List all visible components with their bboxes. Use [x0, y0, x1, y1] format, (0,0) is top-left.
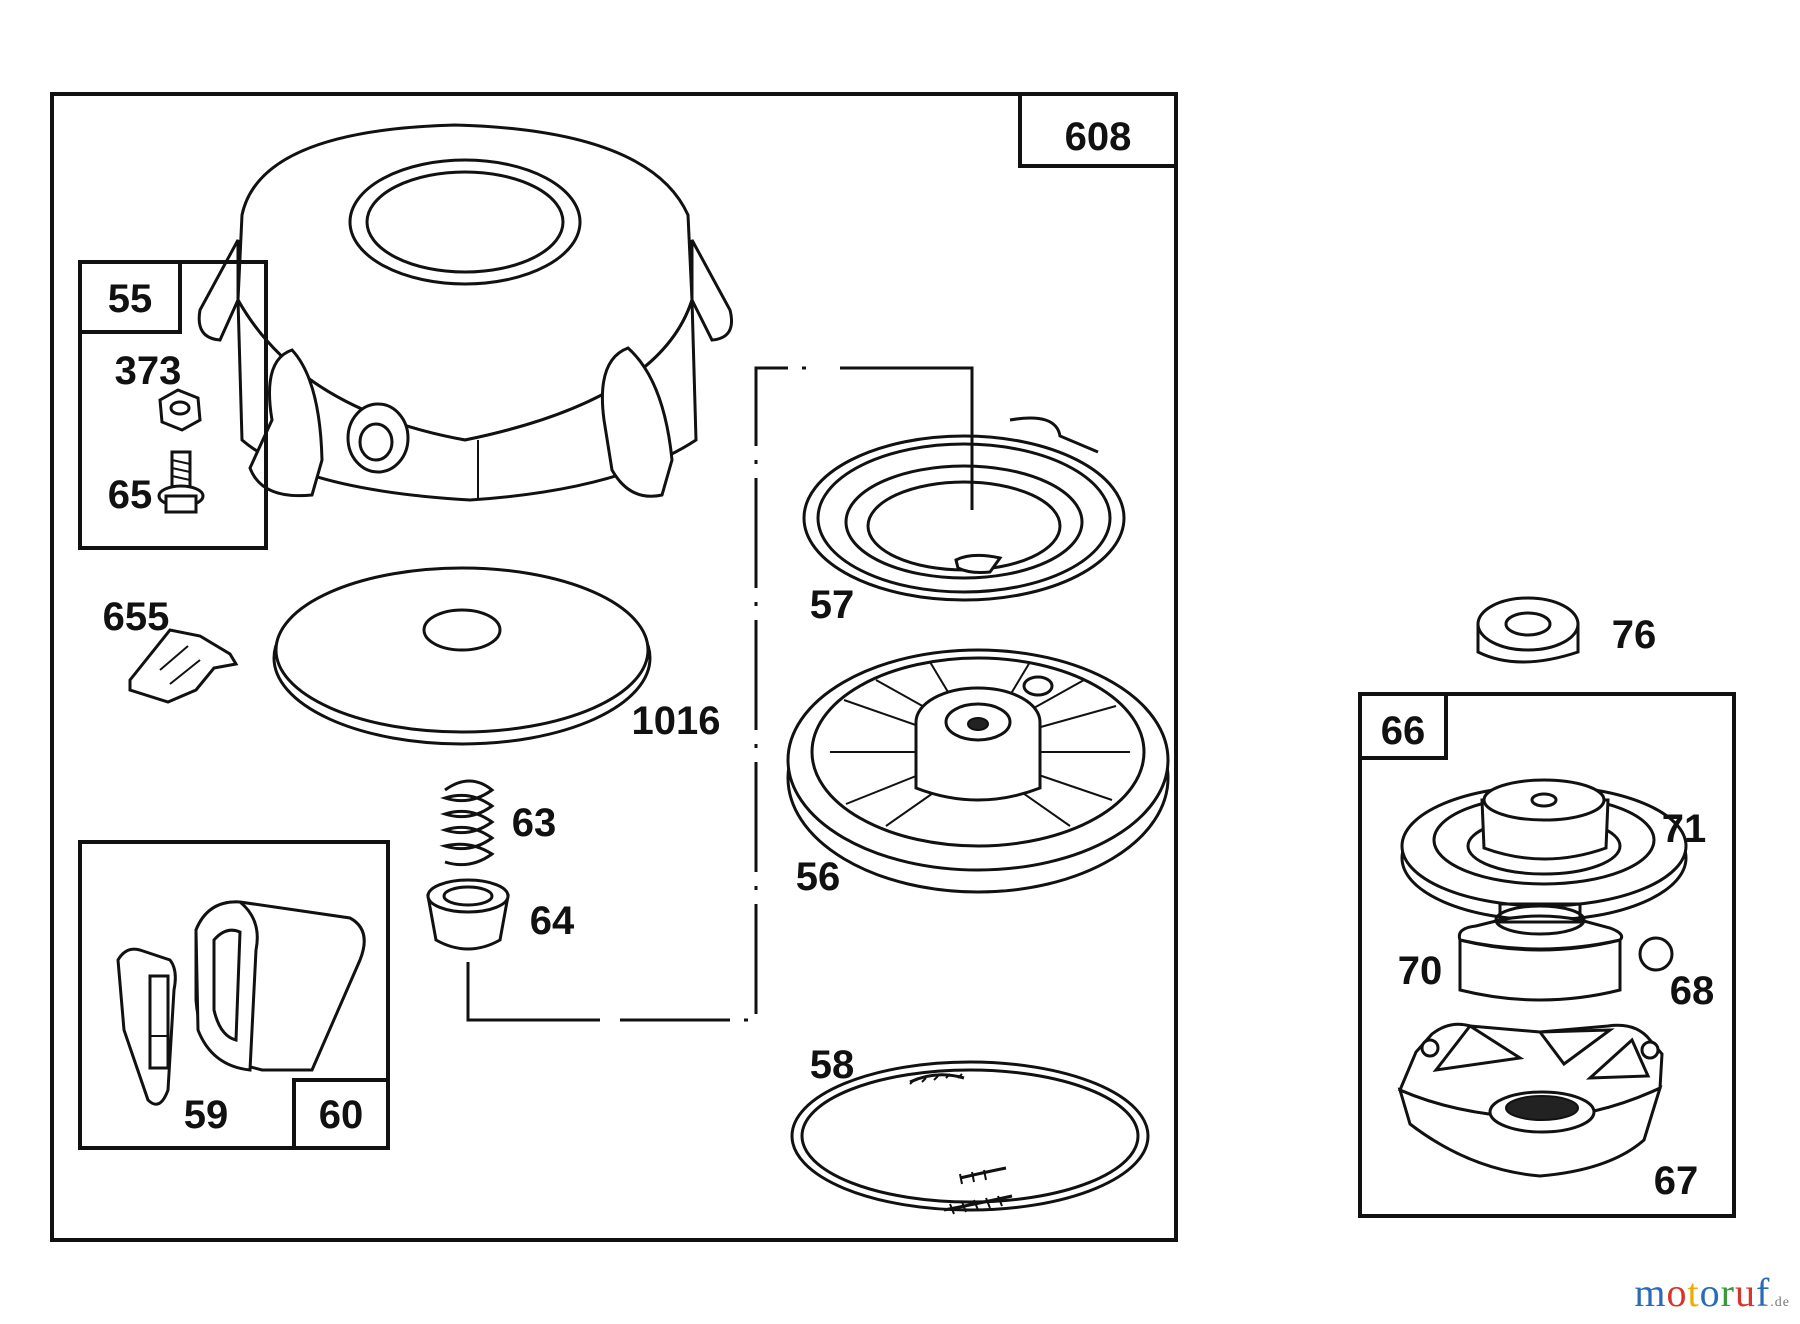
motoruf-watermark: motoruf.de [1634, 1269, 1790, 1316]
label-66: 66 [1381, 709, 1426, 753]
clutch-pulley-icon [1400, 778, 1688, 922]
label-1016: 1016 [632, 699, 721, 743]
watermark-letter: t [1687, 1270, 1700, 1315]
recoil-starter-label-box [1018, 92, 1178, 168]
label-60: 60 [319, 1093, 364, 1137]
handle-kit-label-box [292, 1078, 390, 1150]
seal-ring-icon [1476, 596, 1580, 664]
label-63: 63 [512, 801, 557, 845]
label-59: 59 [184, 1093, 229, 1137]
ratchet-icon [1457, 902, 1624, 1002]
screw-icon [157, 450, 205, 514]
label-56: 56 [796, 855, 841, 899]
clutch-kit-label-box [1358, 692, 1448, 760]
small-spring-icon [439, 779, 495, 867]
label-64: 64 [530, 899, 575, 943]
watermark-tld: .de [1770, 1295, 1790, 1310]
clutch-housing-icon [1397, 1022, 1664, 1178]
handle-kit-frame [78, 840, 390, 1150]
watermark-letter: m [1634, 1270, 1667, 1315]
clutch-kit-frame [1358, 692, 1736, 1218]
label-57: 57 [810, 583, 855, 627]
watermark-letter: r [1720, 1270, 1735, 1315]
label-67: 67 [1654, 1159, 1699, 1203]
starter-rope-icon [790, 1060, 1150, 1215]
label-55: 55 [108, 277, 153, 321]
watermark-letter: u [1734, 1270, 1756, 1315]
nut-screw-kit-label-box [78, 260, 182, 334]
label-65: 65 [108, 473, 153, 517]
clip-icon [128, 628, 239, 704]
label-70: 70 [1398, 949, 1443, 993]
label-71: 71 [1662, 807, 1707, 851]
starter-housing [197, 123, 733, 502]
watermark-letter: o [1699, 1270, 1721, 1315]
watermark-letter: f [1755, 1270, 1771, 1315]
watermark-logo: motoruf [1634, 1270, 1770, 1315]
connector-line [466, 962, 600, 1022]
recoil-starter-frame [50, 92, 1178, 1242]
label-608: 608 [1065, 115, 1132, 159]
ball-icon [1638, 936, 1674, 972]
retainer-icon [426, 878, 510, 951]
starter-handle-icon [116, 900, 366, 1106]
connector-dash [620, 366, 820, 1022]
rewind-spring-icon [802, 416, 1126, 602]
watermark-letter: o [1666, 1270, 1688, 1315]
label-68: 68 [1670, 969, 1715, 1013]
starter-pulley [786, 648, 1170, 894]
nut-icon [158, 388, 202, 432]
label-58: 58 [810, 1043, 855, 1087]
label-655: 655 [103, 595, 170, 639]
label-76: 76 [1612, 613, 1657, 657]
label-373: 373 [115, 349, 182, 393]
connector-line-2 [840, 366, 974, 510]
washer-disc [272, 566, 652, 746]
